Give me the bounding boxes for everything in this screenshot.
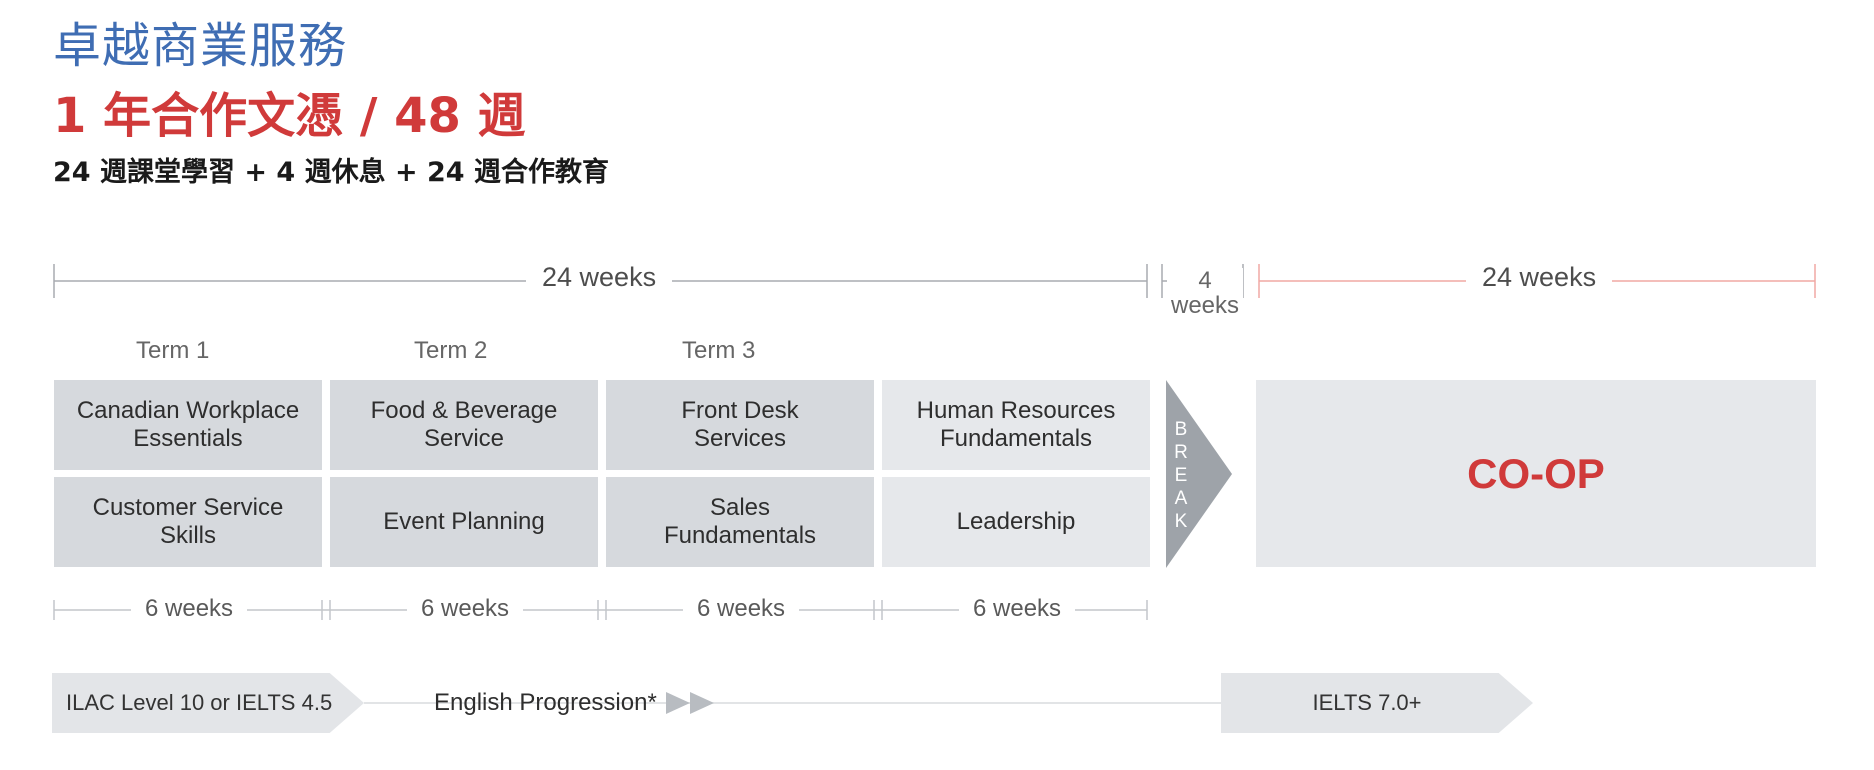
progression-arrow-2 <box>690 692 714 714</box>
study-span-label: 24 weeks <box>526 262 673 293</box>
coop-span-label: 24 weeks <box>1466 262 1613 293</box>
course-label: Food & Beverage Service <box>370 397 558 452</box>
progression-arrow-1 <box>666 692 690 714</box>
course-box: Canadian Workplace Essentials <box>54 380 322 470</box>
course-label: Customer Service Skills <box>92 494 284 549</box>
course-label: Front Desk Services <box>681 397 799 452</box>
break-letter: A <box>1174 488 1188 509</box>
english-end-chevron: IELTS 7.0+ <box>1221 673 1533 733</box>
program-duration: 1 年合作文憑 / 48 週 <box>53 88 526 144</box>
english-end-label: IELTS 7.0+ <box>1312 690 1422 715</box>
course-label: Event Planning <box>383 508 545 535</box>
course-box: Leadership <box>882 477 1150 567</box>
term-duration-label: 6 weeks <box>683 595 800 623</box>
course-box: Event Planning <box>330 477 598 567</box>
course-label: Human Resources Fundamentals <box>916 397 1116 452</box>
term-duration-label: 6 weeks <box>131 595 248 623</box>
course-label: Leadership <box>956 508 1076 535</box>
course-box: Food & Beverage Service <box>330 380 598 470</box>
course-box: Front Desk Services <box>606 380 874 470</box>
break-span-label: 4 weeks <box>1167 268 1244 318</box>
course-box: Human Resources Fundamentals <box>882 380 1150 470</box>
course-box: Sales Fundamentals <box>606 477 874 567</box>
term-2-label: Term 2 <box>414 337 488 364</box>
term-duration-label: 6 weeks <box>407 595 524 623</box>
term-3-label: Term 3 <box>682 337 756 364</box>
coop-block: CO-OP <box>1256 380 1816 567</box>
course-box: Customer Service Skills <box>54 477 322 567</box>
program-breakdown: 24 週課堂學習 + 4 週休息 + 24 週合作教育 <box>53 157 609 188</box>
break-letter: R <box>1174 442 1188 463</box>
course-label: Canadian Workplace Essentials <box>76 397 300 452</box>
english-start-chevron: ILAC Level 10 or IELTS 4.5 <box>52 673 364 733</box>
break-letter: K <box>1174 511 1188 532</box>
coop-label: CO-OP <box>1467 449 1605 497</box>
break-arrow <box>1166 380 1232 568</box>
program-title: 卓越商業服務 <box>53 18 348 74</box>
break-letter: E <box>1174 465 1188 486</box>
term-1-label: Term 1 <box>136 337 210 364</box>
english-start-label: ILAC Level 10 or IELTS 4.5 <box>66 690 333 715</box>
english-progression-label: English Progression* <box>434 689 657 716</box>
term-duration-label: 6 weeks <box>959 595 1076 623</box>
break-letter: B <box>1174 419 1188 440</box>
course-label: Sales Fundamentals <box>663 494 817 549</box>
